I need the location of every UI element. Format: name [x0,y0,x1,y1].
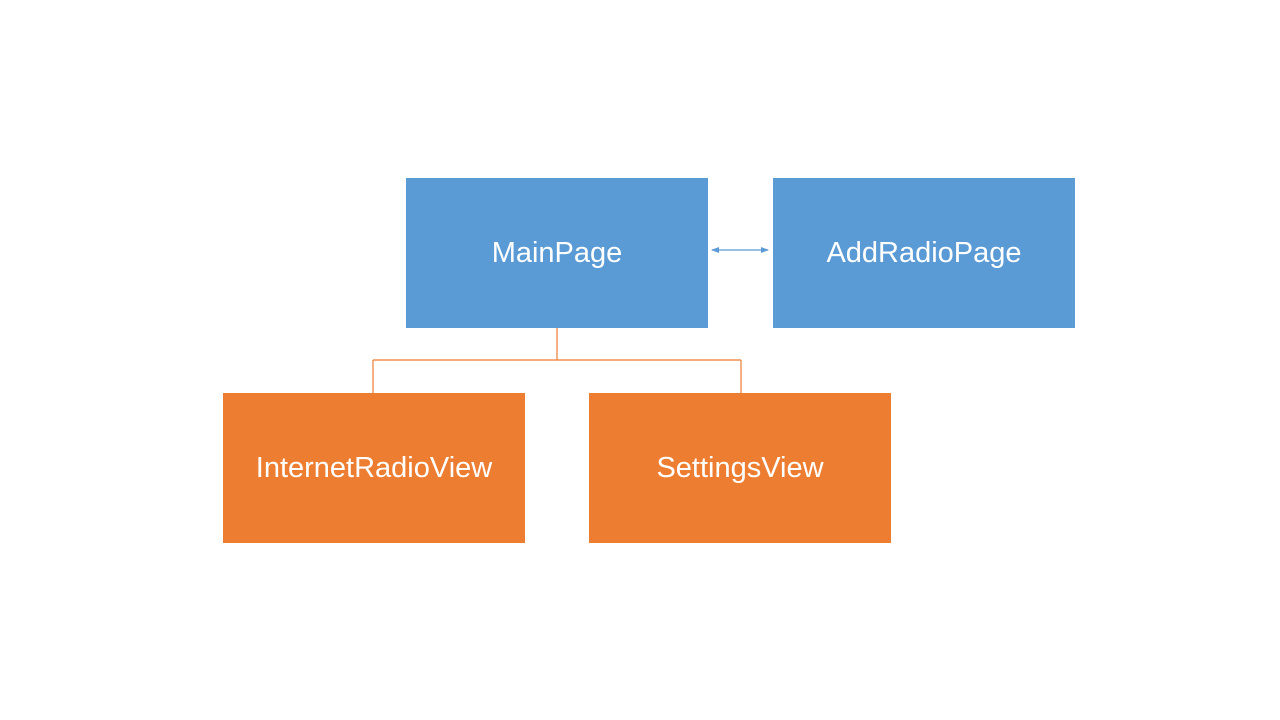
main-page-node: MainPage [406,178,708,328]
add-radio-page-node: AddRadioPage [773,178,1075,328]
main-page-label: MainPage [491,236,623,269]
settings-view-node: SettingsView [589,393,891,543]
add-radio-page-label: AddRadioPage [826,236,1022,269]
internet-radio-view-node: InternetRadioView [223,393,525,543]
internet-radio-view-label: InternetRadioView [255,451,493,484]
settings-view-label: SettingsView [656,451,824,484]
tree-connector [372,328,742,393]
